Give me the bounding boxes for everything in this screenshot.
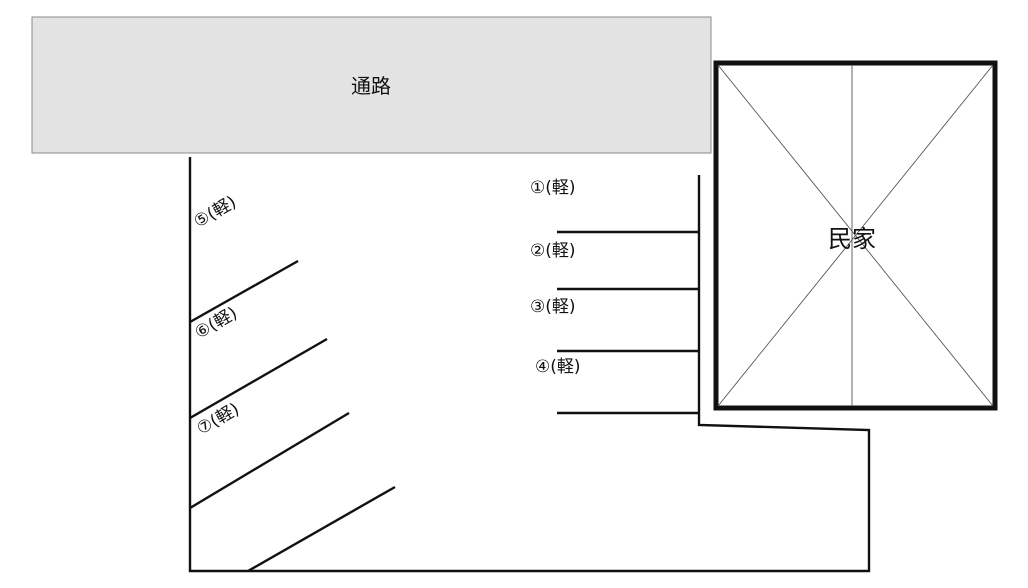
house: 民家 bbox=[713, 60, 998, 411]
slot-label-7: ⑦(軽) bbox=[194, 399, 243, 439]
slot-label-1: ①(軽) bbox=[530, 178, 576, 198]
slot-label-2: ②(軽) bbox=[530, 241, 576, 261]
road-area bbox=[31, 16, 712, 154]
lot-boundary bbox=[188, 157, 871, 573]
slot-label-6: ⑥(軽) bbox=[192, 303, 241, 343]
house-diagonal-2 bbox=[717, 64, 994, 407]
left-divider-3 bbox=[189, 411, 350, 510]
road: 通路 bbox=[31, 16, 712, 154]
left-divider-4 bbox=[247, 485, 396, 573]
road-label: 通路 bbox=[351, 74, 391, 98]
left-divider-2 bbox=[189, 337, 328, 420]
slot-label-5: ⑤(軽) bbox=[191, 192, 240, 232]
house-label: 民家 bbox=[828, 225, 876, 253]
slot-label-3: ③(軽) bbox=[530, 297, 576, 317]
left-divider-1 bbox=[189, 259, 299, 324]
slot-label-4: ④(軽) bbox=[535, 357, 581, 377]
